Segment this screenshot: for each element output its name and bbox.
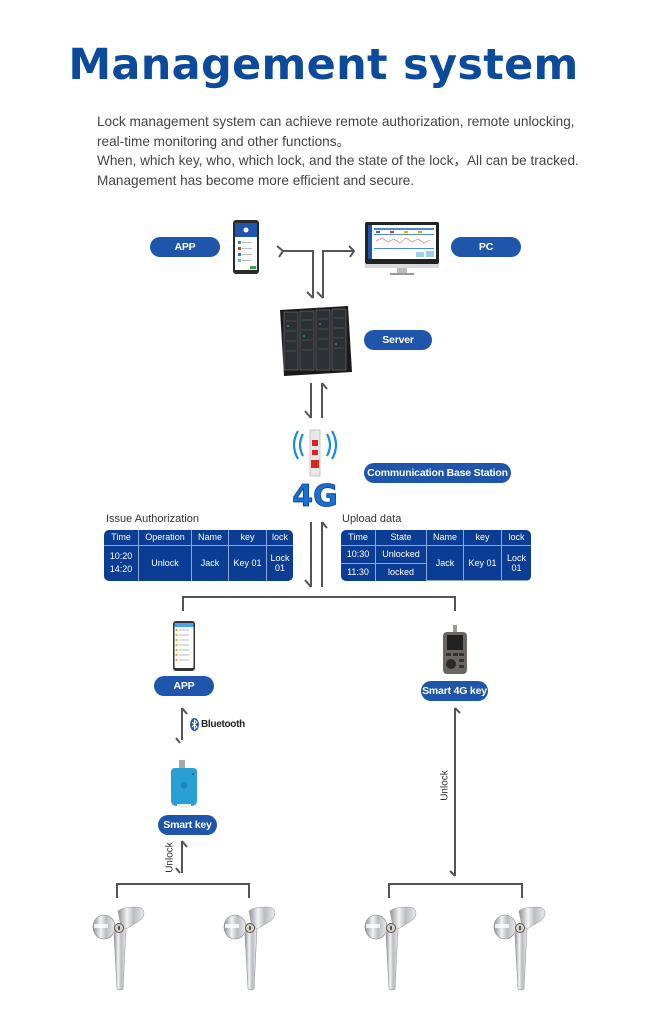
col-lock: lock bbox=[266, 530, 293, 546]
col-time: Time bbox=[104, 530, 139, 546]
unlock-label-right: Unlock bbox=[439, 770, 451, 801]
upload-data-heading: Upload data bbox=[342, 513, 402, 525]
bluetooth-text: Bluetooth bbox=[201, 719, 245, 730]
cell-lock: Lock 01 bbox=[501, 544, 531, 581]
node-smart-4g-key: Smart 4G key bbox=[421, 681, 488, 701]
server-rack-icon bbox=[280, 306, 352, 376]
lock-handle bbox=[364, 905, 420, 995]
cell-name: Jack bbox=[191, 544, 229, 581]
cell-state: locked bbox=[375, 562, 427, 581]
intro-line: Management has become more efficient and… bbox=[97, 172, 415, 188]
arrow-smartkey-unlock bbox=[175, 840, 188, 874]
arrow-app-to-server bbox=[276, 245, 314, 299]
smartphone-icon bbox=[233, 220, 259, 274]
lock-handle bbox=[493, 905, 549, 995]
cell-key: Key 01 bbox=[228, 544, 267, 581]
smart-key-fob-icon bbox=[171, 760, 197, 807]
table-row: 11:30 locked bbox=[341, 562, 531, 581]
intro-line: When, which key, who, which lock, and th… bbox=[97, 153, 579, 168]
smartphone-app-list-icon bbox=[173, 621, 195, 671]
cell-time: 10:20 - 14:20 bbox=[104, 544, 139, 581]
col-lock: lock bbox=[501, 530, 531, 546]
unlock-label-left: Unlock bbox=[164, 842, 176, 873]
col-key: key bbox=[463, 530, 502, 546]
intro-text: Lock management system can achieve remot… bbox=[97, 112, 617, 190]
table-header-row: Time State Name key lock bbox=[341, 530, 531, 546]
col-name: Name bbox=[191, 530, 229, 546]
time-end: 14:20 bbox=[109, 564, 133, 575]
cell-name: Jack bbox=[426, 544, 464, 581]
arrow-bluetooth bbox=[175, 707, 188, 744]
cell-operation: Unlock bbox=[138, 544, 192, 581]
handle-lock-icon bbox=[493, 906, 546, 991]
col-time: Time bbox=[341, 530, 376, 546]
left-lock-bracket bbox=[116, 883, 250, 898]
lock-handle bbox=[223, 905, 279, 995]
col-name: Name bbox=[426, 530, 464, 546]
table-row: 10:20 - 14:20 Unlock Jack Key 01 Lock 01 bbox=[104, 544, 293, 581]
table-header-row: Time Operation Name key lock bbox=[104, 530, 293, 546]
upload-data-table: Time State Name key lock 10:30 Unlocked … bbox=[341, 530, 531, 581]
handle-lock-icon bbox=[92, 906, 145, 991]
node-server: Server bbox=[364, 330, 432, 350]
col-state: State bbox=[375, 530, 427, 546]
cell-tower-4g-icon: 4G bbox=[292, 429, 338, 514]
issue-authorization-table: Time Operation Name key lock 10:20 - 14:… bbox=[104, 530, 293, 581]
arrow-bus-up bbox=[321, 521, 328, 587]
node-app-bottom: APP bbox=[154, 676, 214, 696]
node-app-top: APP bbox=[150, 237, 220, 257]
distribution-bus bbox=[182, 596, 456, 611]
node-smart-key: Smart key bbox=[158, 815, 217, 835]
right-lock-bracket bbox=[388, 883, 523, 898]
arrow-station-down bbox=[304, 522, 312, 588]
time-separator: - bbox=[120, 560, 122, 567]
intro-line: real-time monitoring and other functions… bbox=[97, 133, 351, 149]
node-pc: PC bbox=[451, 237, 521, 257]
smart-4g-key-device-icon bbox=[443, 625, 467, 674]
handle-lock-icon bbox=[364, 906, 417, 991]
desktop-monitor-icon bbox=[365, 222, 439, 275]
intro-line: Lock management system can achieve remot… bbox=[97, 114, 575, 129]
cell-key: Key 01 bbox=[463, 544, 502, 581]
cell-time: 10:30 bbox=[341, 544, 376, 564]
cell-lock: Lock 01 bbox=[266, 544, 293, 581]
issue-authorization-heading: Issue Authorization bbox=[106, 513, 199, 525]
handle-lock-icon bbox=[223, 906, 276, 991]
col-operation: Operation bbox=[138, 530, 192, 546]
bluetooth-label: Bluetooth bbox=[190, 718, 245, 731]
tower-4g-badge: 4G bbox=[292, 479, 338, 514]
arrow-pc-to-server bbox=[316, 245, 356, 299]
cell-time: 11:30 bbox=[341, 562, 376, 581]
node-base-station: Communication Base Station bbox=[364, 463, 511, 483]
page-title: Management system bbox=[68, 40, 579, 90]
bluetooth-icon bbox=[190, 718, 199, 731]
arrow-station-up bbox=[321, 382, 328, 418]
cell-state: Unlocked bbox=[375, 544, 427, 564]
time-start: 10:20 bbox=[109, 551, 133, 562]
table-row: 10:30 Unlocked Jack Key 01 Lock 01 bbox=[341, 544, 531, 581]
col-key: key bbox=[228, 530, 267, 546]
arrow-server-down bbox=[304, 383, 312, 419]
arrow-4gkey-unlock bbox=[449, 707, 461, 877]
lock-handle bbox=[92, 905, 148, 995]
